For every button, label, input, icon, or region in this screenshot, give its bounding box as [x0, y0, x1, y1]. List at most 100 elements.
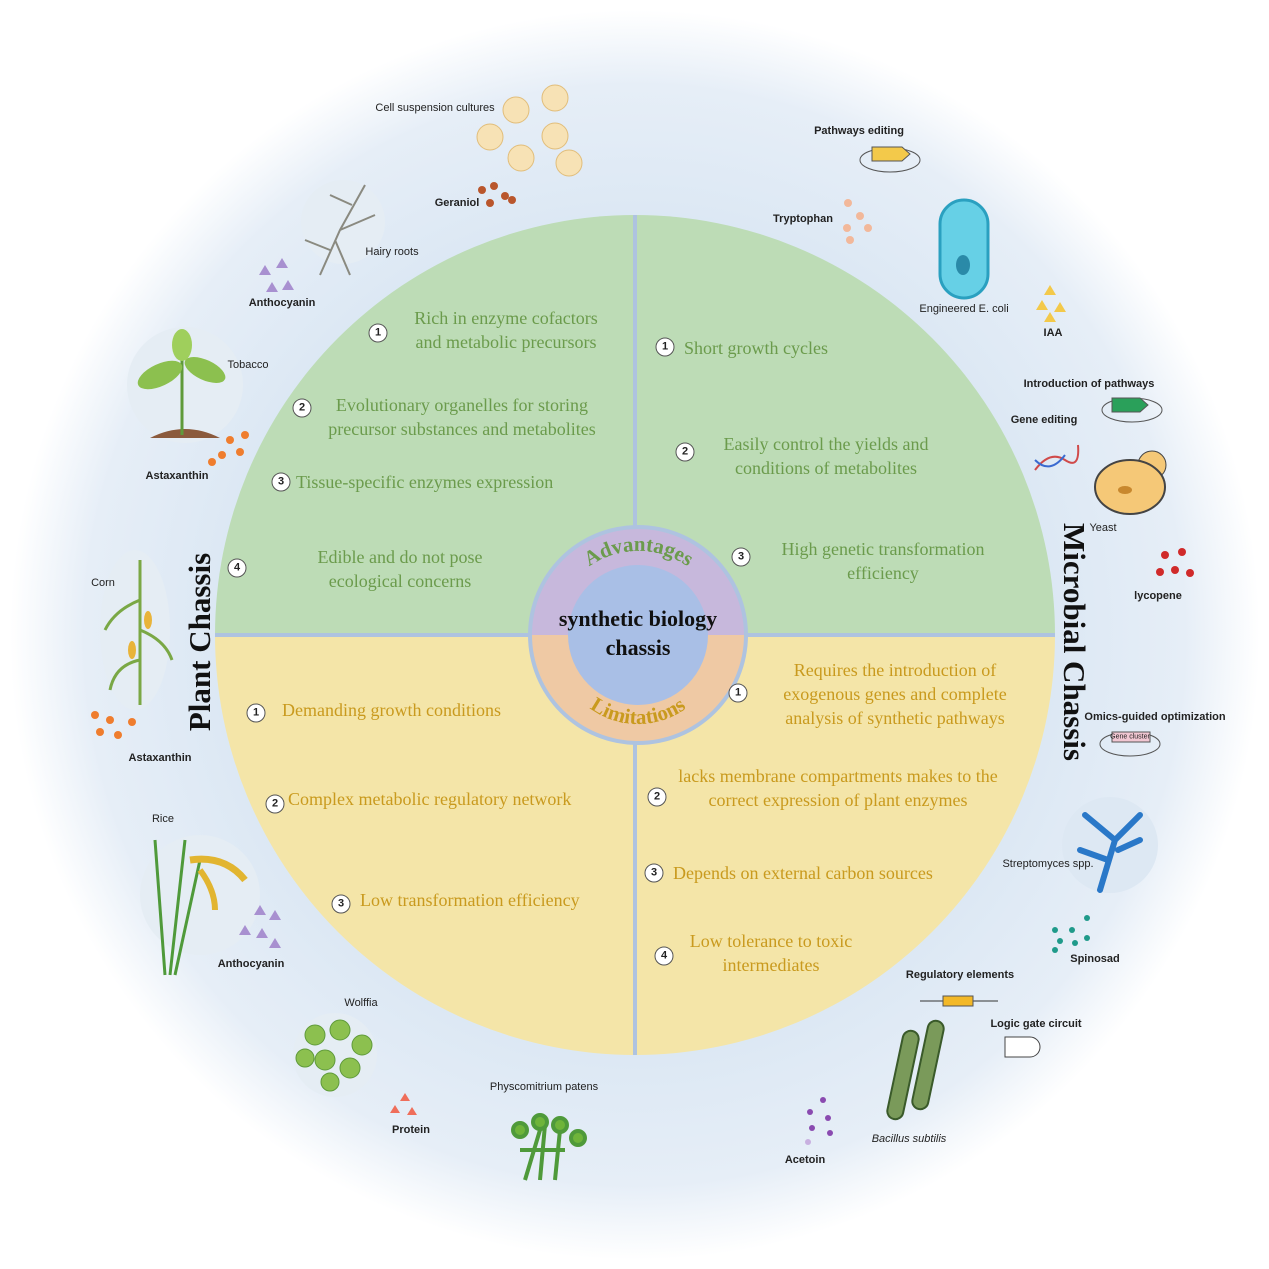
- logic-gate-icon: [1004, 1036, 1041, 1058]
- center-title-line1: synthetic biology: [558, 606, 718, 631]
- microbial-limitations-item: lacks membrane compartments makes to the…: [678, 764, 997, 812]
- astaxanthin-dots-icon: [208, 431, 249, 466]
- microbial-limitations-item: Depends on external carbon sources: [673, 861, 933, 885]
- quadrant-plant-advantages: [215, 215, 635, 635]
- item-text-line: Depends on external carbon sources: [673, 863, 933, 883]
- astaxanthin-dots-icon-2: [91, 711, 136, 739]
- item-text-line: Easily control the yields and: [723, 434, 929, 454]
- regulatory-elements-icon: [920, 995, 998, 1007]
- microbe-label-regulatory-elements: Regulatory elements: [905, 969, 1015, 981]
- item-text-line: conditions of metabolites: [735, 458, 917, 478]
- microbe-label-acetoin: Acetoin: [784, 1154, 826, 1166]
- item-text-line: Requires the introduction of: [793, 660, 997, 680]
- item-text-line: intermediates: [722, 955, 820, 975]
- center-title-line2: chassis: [605, 635, 671, 660]
- microbial-limitations-number-badge: 3: [644, 863, 664, 883]
- acetoin-dots-icon: [805, 1097, 833, 1145]
- rice-plant-icon: [140, 835, 260, 976]
- tryptophan-dots-icon: [843, 199, 872, 244]
- item-text-line: Rich in enzyme cofactors: [414, 308, 598, 328]
- streptomyces-icon: [1062, 797, 1158, 893]
- quadrant-microbial-limitations: [635, 635, 1055, 1055]
- item-text-line: ecological concerns: [328, 571, 472, 591]
- microbial-advantages-item: Easily control the yields and conditions …: [724, 432, 929, 480]
- plant-advantages-number-badge: 3: [271, 472, 291, 492]
- tobacco-plant-icon: [127, 327, 243, 443]
- plant-label-anthocyanin: Anthocyanin: [248, 297, 316, 309]
- plant-label-astaxanthin: Astaxanthin: [128, 752, 192, 764]
- microbe-label-logic-gate-circuit: Logic gate circuit: [990, 1018, 1082, 1030]
- plasmid-green-icon: [1101, 397, 1163, 423]
- item-text-line: Low tolerance to toxic: [689, 931, 853, 951]
- plant-label-anthocyanin: Anthocyanin: [217, 958, 285, 970]
- item-text-line: Short growth cycles: [684, 338, 828, 358]
- microbe-label-pathways-editing: Pathways editing: [814, 125, 904, 137]
- anthocyanin-triangles-icon: [259, 258, 294, 292]
- item-text-line: Demanding growth conditions: [282, 700, 501, 720]
- center-title: synthetic biology chassis: [559, 604, 717, 662]
- plant-limitations-item: Demanding growth conditions: [282, 698, 501, 722]
- center-core: [568, 565, 708, 705]
- item-text-line: Edible and do not pose: [317, 547, 483, 567]
- geraniol-dots-icon: [478, 182, 516, 207]
- plant-label-cell-suspension-cultures: Cell suspension cultures: [375, 102, 495, 114]
- plant-advantages-item: Edible and do not pose ecological concern…: [318, 545, 483, 593]
- dna-scissors-icon: [1034, 444, 1080, 471]
- plant-limitations-item: Low transformation efficiency: [360, 888, 580, 912]
- plant-label-rice: Rice: [151, 813, 175, 825]
- microbe-label-omics-guided-optimization: Omics-guided optimization: [1084, 711, 1226, 723]
- item-text-line: precursor substances and metabolites: [328, 419, 596, 439]
- microbial-limitations-number-badge: 1: [728, 683, 748, 703]
- microbial-advantages-number-badge: 1: [655, 337, 675, 357]
- plant-label-geraniol: Geraniol: [434, 197, 480, 209]
- gene-cluster-plasmid-icon: [1099, 731, 1161, 757]
- plant-limitations-number-badge: 1: [246, 703, 266, 723]
- corn-plant-icon: [100, 550, 174, 710]
- bacillus-icon: [886, 1019, 945, 1121]
- microbe-label-engineered-e-coli: Engineered E. coli: [919, 303, 1009, 315]
- plant-label-hairy-roots: Hairy roots: [365, 246, 419, 258]
- microbe-label-streptomyces-spp: Streptomyces spp.: [1002, 858, 1094, 870]
- plant-chassis-title: Plant Chassis: [182, 552, 217, 732]
- item-text-line: analysis of synthetic pathways: [785, 708, 1005, 728]
- e-coli-icon: [938, 198, 990, 300]
- item-text-line: lacks membrane compartments makes to the: [678, 766, 998, 786]
- plant-advantages-item: Tissue-specific enzymes expression: [296, 470, 553, 494]
- plant-advantages-number-badge: 1: [368, 323, 388, 343]
- plasmid-icon: [859, 146, 921, 173]
- item-text-line: Tissue-specific enzymes expression: [296, 472, 554, 492]
- spinosad-dots-icon: [1052, 915, 1090, 953]
- microbe-label-gene-editing: Gene editing: [1010, 414, 1078, 426]
- plant-advantages-number-badge: 4: [227, 558, 247, 578]
- quadrant-microbial-advantages: [635, 215, 1055, 635]
- microbial-limitations-number-badge: 2: [647, 787, 667, 807]
- microbe-label-introduction-of-pathways: Introduction of pathways: [1023, 378, 1155, 390]
- microbial-advantages-item: Short growth cycles: [684, 336, 828, 360]
- microbe-label-lycopene: lycopene: [1134, 590, 1182, 602]
- plant-label-corn: Corn: [91, 577, 115, 589]
- microbe-label-gene-cluster: Gene cluster: [1110, 733, 1150, 741]
- item-text-line: Complex metabolic regulatory network: [288, 789, 572, 809]
- lycopene-dots-icon: [1156, 548, 1194, 577]
- item-text-line: Low transformation efficiency: [360, 890, 580, 910]
- microbial-chassis-title: Microbial Chassis: [1057, 523, 1092, 761]
- plant-label-protein: Protein: [392, 1124, 430, 1136]
- plant-label-wolffia: Wolffia: [344, 997, 378, 1009]
- microbe-label-tryptophan: Tryptophan: [773, 213, 833, 225]
- microbe-label-bacillus-subtilis: Bacillus subtilis: [871, 1133, 947, 1145]
- plant-label-astaxanthin: Astaxanthin: [145, 470, 209, 482]
- quadrant-plant-limitations: [215, 635, 635, 1055]
- plant-label-tobacco: Tobacco: [227, 359, 269, 371]
- iaa-triangles-icon: [1036, 285, 1066, 322]
- wolffia-icon: [293, 1013, 377, 1097]
- item-text-line: correct expression of plant enzymes: [708, 790, 968, 810]
- plant-label-physcomitrium-patens: Physcomitrium patens: [489, 1081, 599, 1093]
- microbial-limitations-number-badge: 4: [654, 946, 674, 966]
- hairy-roots-icon: [301, 180, 385, 276]
- plant-advantages-number-badge: 2: [292, 398, 312, 418]
- microbe-label-spinosad: Spinosad: [1070, 953, 1120, 965]
- cell-suspension-icon: [476, 84, 583, 177]
